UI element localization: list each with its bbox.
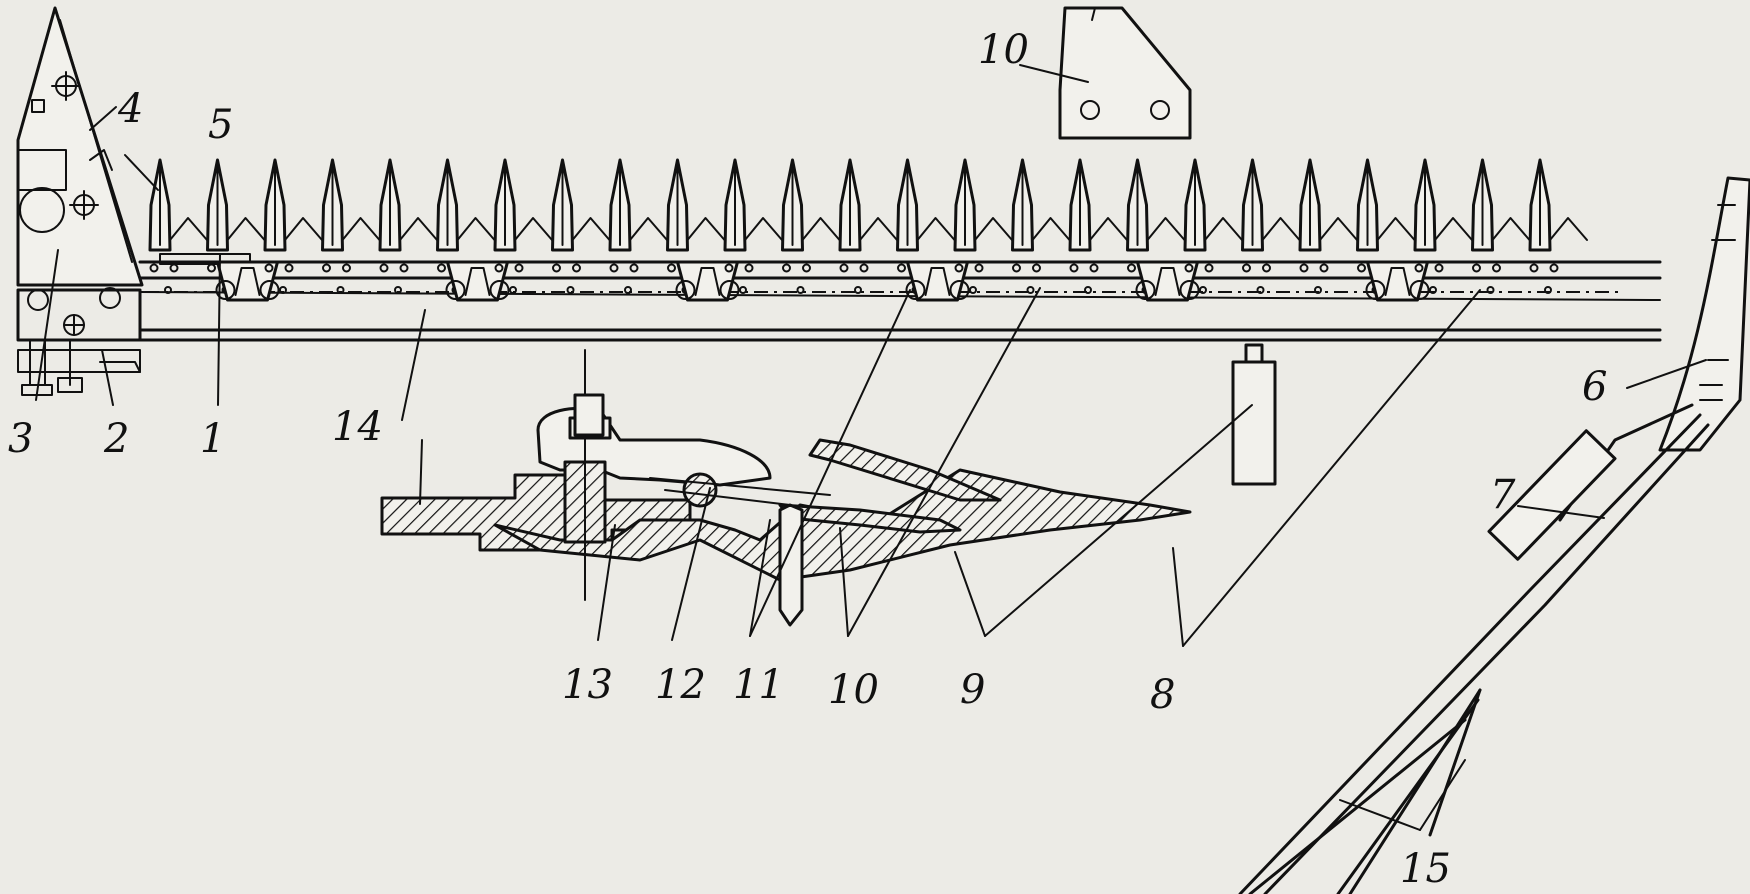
part-labels: 10 4 5 3 2 1 14 13 12 11 10 9 8 6 7 15	[8, 27, 1607, 892]
label-8: 8	[1150, 672, 1175, 718]
label-13: 13	[562, 662, 613, 708]
label-12: 12	[655, 662, 706, 708]
left-divider-shoe	[16, 6, 144, 396]
finger-cross-section	[380, 349, 1192, 627]
finger-bar	[138, 291, 1662, 342]
knife-clip	[446, 260, 509, 302]
label-10-top: 10	[978, 27, 1029, 73]
knife-clip	[216, 260, 279, 302]
finger-plate-detail	[1231, 343, 1277, 486]
right-field-shoe	[1658, 176, 1750, 452]
knife-section-detail	[1058, 6, 1192, 140]
label-1: 1	[200, 416, 225, 462]
guard-fingers	[148, 158, 1588, 302]
label-2: 2	[103, 416, 129, 462]
divider-rod	[1238, 403, 1710, 894]
label-3: 3	[8, 416, 33, 462]
knife-clip	[676, 260, 739, 302]
knife-clip	[906, 260, 969, 302]
label-6: 6	[1582, 364, 1607, 410]
label-15: 15	[1400, 846, 1451, 892]
knife-clip	[1366, 260, 1429, 302]
label-10-bottom: 10	[828, 667, 879, 713]
label-7: 7	[1490, 472, 1516, 518]
label-11: 11	[733, 662, 784, 708]
knife-clip	[1136, 260, 1199, 302]
label-14: 14	[332, 404, 383, 450]
leader-lines	[35, 64, 1707, 831]
label-9: 9	[960, 667, 985, 713]
label-5: 5	[208, 102, 233, 148]
label-4: 4	[117, 86, 143, 132]
